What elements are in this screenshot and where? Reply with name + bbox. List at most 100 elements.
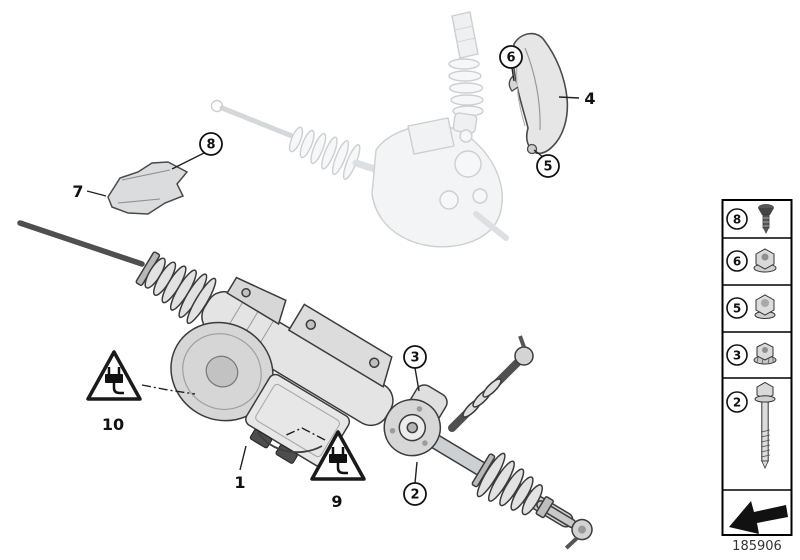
flange-bolt <box>389 427 396 434</box>
mount-bracket-left <box>226 276 287 326</box>
callout-circle[interactable] <box>403 482 427 506</box>
serrated-flange-nut-icon <box>753 342 777 365</box>
callout-2[interactable]: 2 <box>403 482 427 506</box>
leader-line-5 <box>533 149 544 158</box>
leader-lines <box>86 67 580 484</box>
legend-row-5[interactable]: 5 <box>726 294 776 319</box>
electrical-plug-icon <box>105 367 124 395</box>
label-part-9[interactable]: 9 <box>331 492 342 511</box>
warning-triangle-10 <box>86 350 142 401</box>
legend-row-2[interactable]: 2 <box>726 381 776 469</box>
legend-row-8[interactable]: 8 <box>726 204 774 234</box>
legend-callout-circle[interactable] <box>726 297 748 319</box>
heat-shield-fold <box>117 198 161 204</box>
heat-shield-body <box>107 161 189 215</box>
legend-callout-circle[interactable] <box>726 208 748 230</box>
callout-3[interactable]: 3 <box>403 345 427 369</box>
legend-callout-number: 6 <box>733 255 741 269</box>
boot-rib <box>331 140 350 175</box>
callout-circle[interactable] <box>199 132 223 156</box>
legend-direction-cell <box>729 501 788 534</box>
legend-callout-number: 2 <box>733 396 741 410</box>
callout-number: 6 <box>506 51 515 66</box>
tie-rod-end-stud <box>564 536 579 550</box>
boot-rib <box>476 452 506 498</box>
ghost-shaft-line <box>456 37 476 43</box>
leader-line-3 <box>414 367 420 392</box>
legend-callout-number: 8 <box>733 213 741 227</box>
tie-rod-end-eye <box>578 525 587 534</box>
boot-rib <box>448 58 480 70</box>
label-part-10[interactable]: 10 <box>102 415 124 434</box>
steering-gear-assembly <box>17 220 593 550</box>
wiring-harness <box>257 431 323 454</box>
callout-circle[interactable] <box>403 345 427 369</box>
strut-ball-joint <box>514 346 534 366</box>
strut-boot-rib <box>482 378 502 398</box>
boot-rib <box>299 129 315 159</box>
legend-callout-circle[interactable] <box>726 250 748 272</box>
label-part-7[interactable]: 7 <box>72 182 83 201</box>
leader-line-8 <box>171 151 207 170</box>
jam-nut <box>535 496 554 519</box>
boot-rib <box>288 126 304 153</box>
leader-line-7 <box>86 190 107 197</box>
callout-6[interactable]: 6 <box>499 45 523 69</box>
legend-callout-number: 3 <box>733 349 741 363</box>
cover-contour <box>524 47 541 131</box>
callout-circle[interactable] <box>536 154 560 178</box>
bracket-bolt <box>241 287 251 298</box>
motor-ring <box>182 333 262 410</box>
leader-line-4 <box>558 96 580 99</box>
hex-nut-icon <box>754 294 776 319</box>
label-part-4[interactable]: 4 <box>584 89 595 108</box>
ghost-left-boot <box>288 126 361 180</box>
long-hex-bolt-icon <box>754 381 776 469</box>
ghost-valve-port <box>472 188 488 204</box>
bracket-bolt <box>369 357 380 369</box>
torx-screw-icon <box>758 204 774 234</box>
diagram-part-number: 185906 <box>732 539 782 554</box>
flange-bolt <box>416 406 423 412</box>
legend-callout-circle[interactable] <box>726 391 748 413</box>
ghost-steering-gear-assembly <box>210 11 509 248</box>
ecu-lid <box>255 383 341 458</box>
ghost-bracket <box>407 117 455 155</box>
strut-ball-stud <box>518 335 526 348</box>
warning-triangle-9 <box>310 430 366 481</box>
motor-cap <box>205 355 239 388</box>
ghost-column-shaft <box>451 11 479 59</box>
legend-box <box>721 199 793 536</box>
boot-rib <box>450 94 484 106</box>
callout-number: 5 <box>543 160 552 175</box>
label-part-1[interactable]: 1 <box>234 473 245 492</box>
legend-callout-circle[interactable] <box>726 344 748 366</box>
legend-row-6[interactable]: 6 <box>726 248 777 273</box>
leader-line-1 <box>239 445 247 471</box>
pinion-hub <box>406 421 419 434</box>
rack-axis-group <box>135 251 593 550</box>
ghost-tie-rod-eye <box>210 99 224 113</box>
cover-contour <box>515 61 526 127</box>
electrical-plug-icon <box>329 447 348 475</box>
boot-rib <box>310 132 327 165</box>
leader-line-10 <box>141 384 196 395</box>
legend-row-3[interactable]: 3 <box>726 342 777 366</box>
bracket-bolt <box>305 319 317 330</box>
left-tie-rod <box>17 220 145 267</box>
boot-rib <box>321 136 338 170</box>
ghost-joint-eye <box>459 129 473 143</box>
callout-circle[interactable] <box>499 45 523 69</box>
flange-bolt <box>422 440 428 446</box>
callout-8[interactable]: 8 <box>199 132 223 156</box>
cover-clip <box>508 75 519 92</box>
boot-rib <box>499 468 525 507</box>
heat-shield-fold <box>121 169 171 181</box>
left-rack-boot <box>144 257 217 325</box>
heat-shield-part <box>107 161 189 215</box>
boot-rib <box>448 70 482 82</box>
callout-5[interactable]: 5 <box>536 154 560 178</box>
leader-line-9 <box>283 427 326 441</box>
